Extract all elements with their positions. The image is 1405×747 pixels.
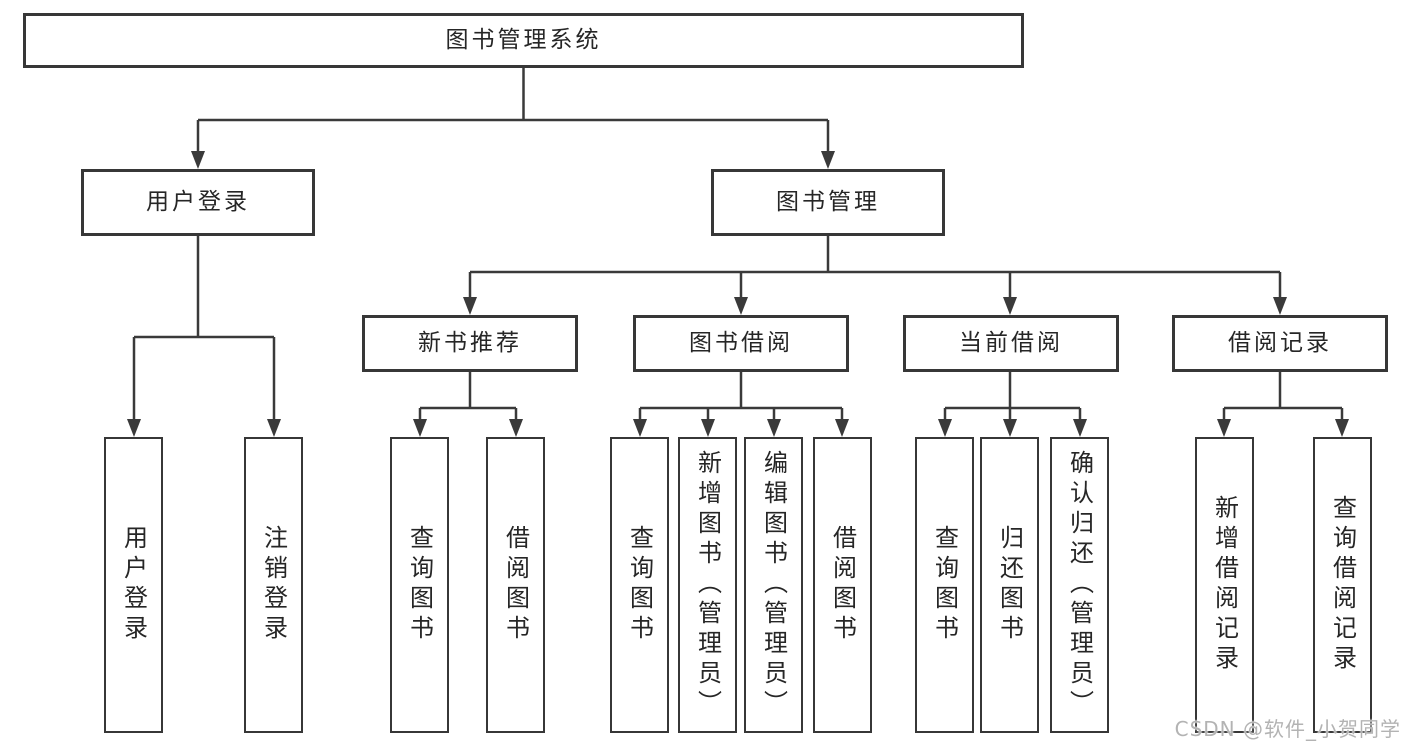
leaf-label: 查询借阅记录 — [1328, 495, 1357, 675]
leaf-label: 新增借阅记录 — [1210, 495, 1239, 675]
node-new-book-recommend: 新书推荐 — [362, 315, 578, 372]
leaf-label: 借阅图书 — [501, 525, 530, 645]
leaf-label: 借阅图书 — [828, 525, 857, 645]
leaf-borrow-books: 借阅图书 — [813, 437, 872, 733]
leaf-label: 新增图书（管理员） — [693, 450, 722, 720]
watermark: CSDN @软件_小贺同学 — [1174, 717, 1401, 741]
leaf-label: 查询图书 — [405, 525, 434, 645]
leaf-label: 归还图书 — [995, 525, 1024, 645]
leaf-label: 查询图书 — [930, 525, 959, 645]
node-book-management: 图书管理 — [711, 169, 945, 236]
leaf-add-books-admin: 新增图书（管理员） — [678, 437, 737, 733]
leaf-label: 用户登录 — [119, 525, 148, 645]
node-borrow-records: 借阅记录 — [1172, 315, 1388, 372]
node-user-login: 用户登录 — [81, 169, 315, 236]
leaf-confirm-return-admin: 确认归还（管理员） — [1050, 437, 1109, 733]
leaf-edit-books-admin: 编辑图书（管理员） — [744, 437, 803, 733]
leaf-label: 查询图书 — [625, 525, 654, 645]
leaf-user-login: 用户登录 — [104, 437, 163, 733]
leaf-query-borrow-record: 查询借阅记录 — [1313, 437, 1372, 733]
leaf-label: 注销登录 — [259, 525, 288, 645]
leaf-query-books-current: 查询图书 — [915, 437, 974, 733]
leaf-label: 编辑图书（管理员） — [759, 450, 788, 720]
leaf-borrow-books-recommend: 借阅图书 — [486, 437, 545, 733]
leaf-add-borrow-record: 新增借阅记录 — [1195, 437, 1254, 733]
leaf-label: 确认归还（管理员） — [1065, 450, 1094, 720]
leaf-query-books-recommend: 查询图书 — [390, 437, 449, 733]
node-book-borrow: 图书借阅 — [633, 315, 849, 372]
leaf-query-books-borrow: 查询图书 — [610, 437, 669, 733]
leaf-logout: 注销登录 — [244, 437, 303, 733]
leaf-return-books: 归还图书 — [980, 437, 1039, 733]
node-current-borrow: 当前借阅 — [903, 315, 1119, 372]
node-library-system: 图书管理系统 — [23, 13, 1024, 68]
